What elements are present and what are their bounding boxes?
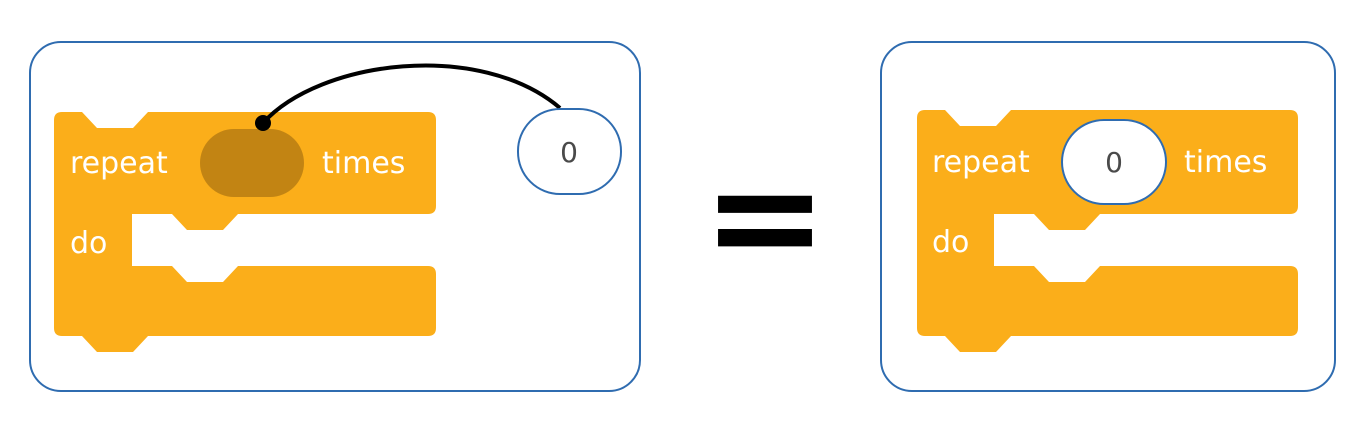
left-times-label: times — [322, 146, 405, 181]
right-repeat-block[interactable]: 0 repeat times do — [917, 110, 1298, 352]
right-value-text: 0 — [1105, 146, 1123, 179]
empty-value-slot[interactable] — [200, 129, 304, 197]
connector-line — [261, 63, 562, 125]
equals-symbol: = — [702, 130, 828, 304]
right-value-input[interactable]: 0 — [1061, 119, 1167, 205]
left-repeat-label: repeat — [70, 146, 168, 181]
loose-value-bubble[interactable]: 0 — [517, 108, 622, 195]
right-times-label: times — [1184, 145, 1267, 180]
connector-dot — [255, 115, 271, 131]
loose-value-text: 0 — [560, 136, 578, 169]
left-do-label: do — [70, 226, 107, 261]
left-repeat-block[interactable]: repeat times do — [54, 112, 436, 352]
right-repeat-label: repeat — [932, 145, 1030, 180]
right-repeat-block-shape — [917, 110, 1298, 352]
left-repeat-block-shape — [54, 112, 436, 352]
right-do-label: do — [932, 225, 969, 260]
